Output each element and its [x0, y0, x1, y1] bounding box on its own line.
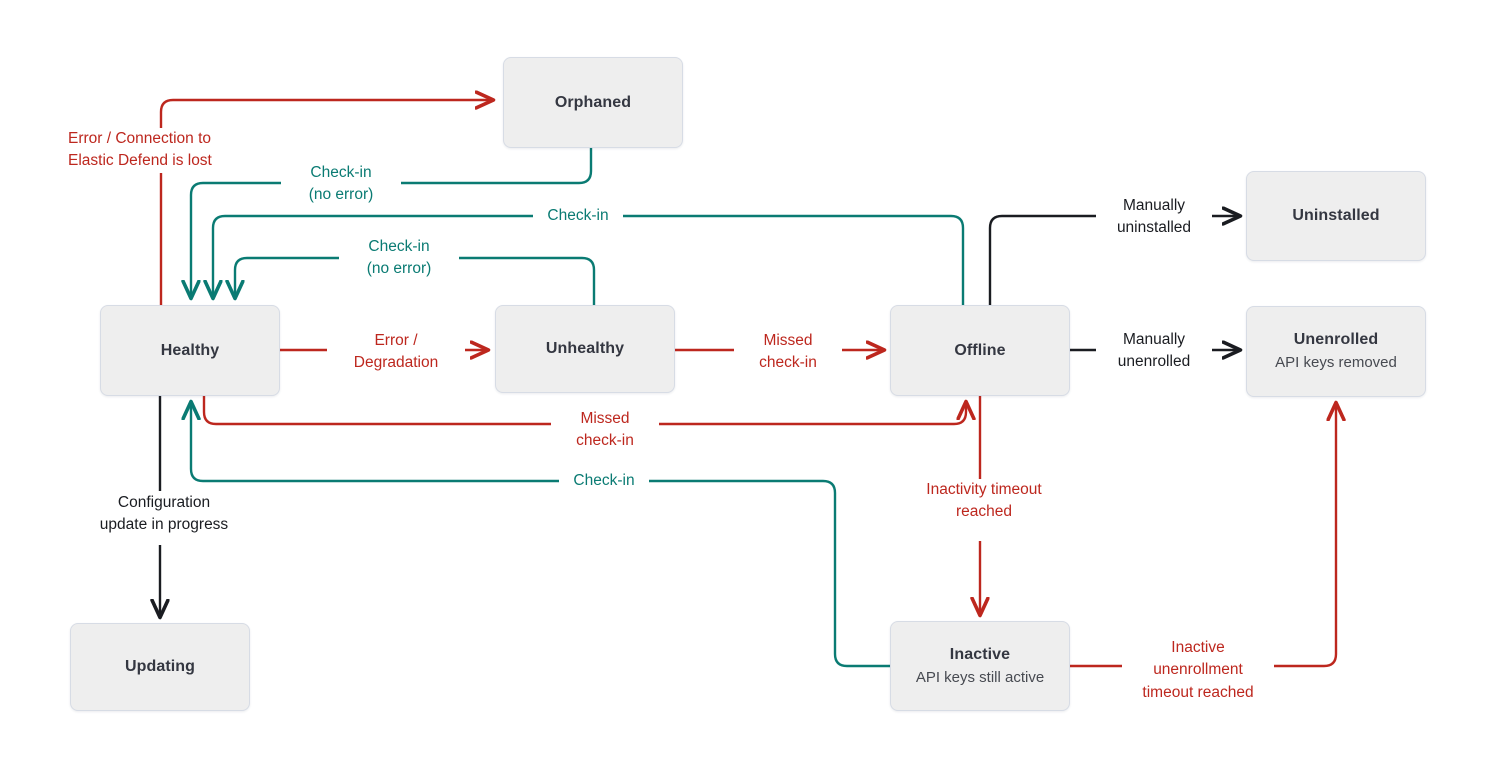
node-healthy[interactable]: Healthy — [100, 305, 280, 396]
edge-label-inactive-to-healthy: Check-in — [559, 470, 649, 493]
edge-offline-to-healthy — [213, 214, 965, 305]
edge-label-healthy-to-unhealthy: Error / Degradation — [327, 330, 465, 375]
node-unhealthy[interactable]: Unhealthy — [495, 305, 675, 393]
node-orphaned[interactable]: Orphaned — [503, 57, 683, 148]
edge-label-inactive-to-unenrolled: Inactive unenrollment timeout reached — [1122, 637, 1274, 705]
node-title: Offline — [954, 341, 1006, 359]
node-subtitle: API keys removed — [1275, 354, 1397, 372]
edge-label-healthy-to-offline: Missed check-in — [551, 408, 659, 453]
node-unenrolled[interactable]: Unenrolled API keys removed — [1246, 306, 1426, 397]
edge-label-unhealthy-to-offline: Missed check-in — [734, 330, 842, 375]
edge-label-offline-to-inactive: Inactivity timeout reached — [890, 479, 1078, 524]
node-title: Unenrolled — [1293, 331, 1379, 349]
node-updating[interactable]: Updating — [70, 623, 250, 711]
node-title: Inactive — [949, 645, 1011, 663]
node-title: Unhealthy — [545, 340, 625, 358]
edge-inactive-to-unenrolled-seg2 — [1264, 403, 1336, 668]
node-title: Orphaned — [554, 93, 632, 111]
edge-label-offline-to-healthy: Check-in — [533, 205, 623, 228]
edge-label-offline-to-uninstalled: Manually uninstalled — [1096, 195, 1212, 240]
node-uninstalled[interactable]: Uninstalled — [1246, 171, 1426, 261]
node-subtitle: API keys still active — [915, 668, 1045, 686]
edge-label-offline-to-unenrolled: Manually unenrolled — [1096, 329, 1212, 374]
node-inactive[interactable]: Inactive API keys still active — [890, 621, 1070, 711]
edge-label-unhealthy-to-healthy: Check-in (no error) — [339, 236, 459, 281]
node-title: Healthy — [160, 341, 220, 359]
edge-inactive-to-healthy — [191, 402, 890, 668]
edge-label-healthy-to-updating: Configuration update in progress — [60, 492, 268, 537]
edge-healthy-to-orphaned — [159, 100, 493, 305]
node-title: Uninstalled — [1292, 207, 1380, 225]
edge-label-orphaned-to-healthy: Check-in (no error) — [281, 162, 401, 207]
node-title: Updating — [124, 658, 196, 676]
edge-label-healthy-to-orphaned: Error / Connection to Elastic Defend is … — [64, 128, 302, 173]
edge-offline-to-uninstalled-seg1 — [988, 214, 1098, 305]
node-offline[interactable]: Offline — [890, 305, 1070, 396]
